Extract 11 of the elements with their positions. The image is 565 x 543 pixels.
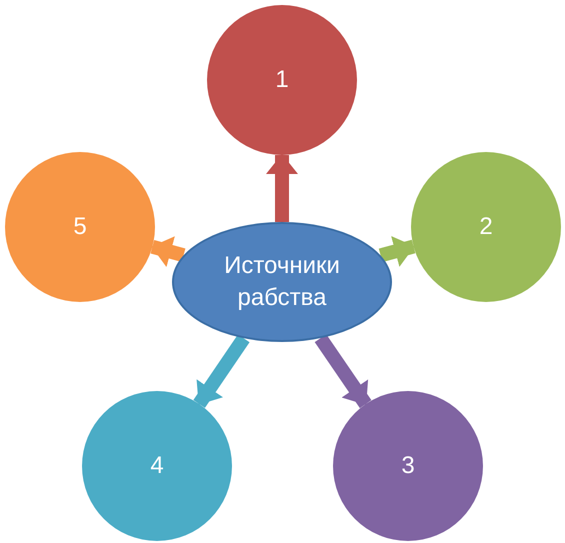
node-number: 3 [401,450,415,481]
block-arrow [266,154,298,222]
block-arrow [150,236,186,268]
node-number: 5 [73,212,87,242]
block-arrow [378,236,416,267]
block-arrow [193,334,250,408]
node-number: 1 [275,64,289,95]
node-number: 2 [479,212,493,242]
node-number: 4 [150,450,164,481]
block-arrow [314,334,372,408]
node-label: Источники рабства [223,250,341,313]
